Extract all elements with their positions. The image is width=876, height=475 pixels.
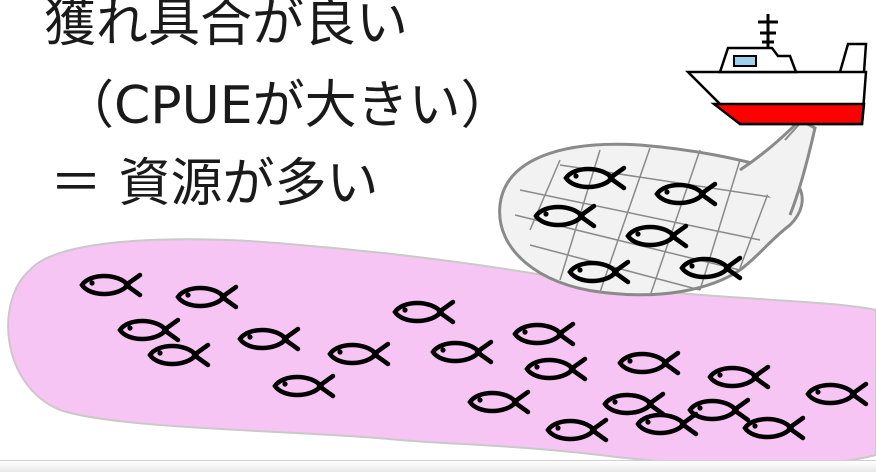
fish-in-net <box>533 165 743 285</box>
fish-icon <box>679 255 743 281</box>
net-mesh-line <box>519 189 761 241</box>
fish-icon <box>117 317 181 343</box>
fish-icon <box>654 181 718 207</box>
fish-icon <box>327 341 391 367</box>
fish-icon <box>237 326 301 352</box>
net-mesh-line <box>529 244 701 291</box>
fishing-boat-icon <box>684 14 868 126</box>
bottom-rule <box>0 460 876 472</box>
fish-icon <box>272 373 336 399</box>
fish-icon <box>147 342 211 368</box>
ship-stern-frame <box>838 42 868 73</box>
fish-icon <box>602 391 666 417</box>
fish-icon <box>79 272 143 298</box>
net-neck <box>739 118 817 216</box>
fish-icon <box>625 223 689 249</box>
fish-icon <box>563 165 627 191</box>
fish-icon <box>617 350 681 376</box>
fish-icon <box>533 203 597 229</box>
fishing-net-icon <box>498 109 817 297</box>
ship-window <box>733 55 757 67</box>
fish-in-sea <box>79 272 869 443</box>
fish-icon <box>687 397 751 423</box>
net-mesh-line <box>649 149 701 297</box>
fish-icon <box>512 321 576 347</box>
fish-icon <box>707 364 771 390</box>
caption-line-2: （CPUEが大きい） <box>62 76 513 136</box>
ship-hull-stripe <box>710 102 866 126</box>
net-mesh-line <box>699 159 741 291</box>
caption-line-1: 獲れ具合が良い <box>44 0 409 54</box>
fish-icon <box>567 259 631 285</box>
fish-icon <box>524 356 588 382</box>
fish-icon <box>430 339 494 365</box>
fish-icon <box>742 415 806 441</box>
fish-icon <box>467 389 531 415</box>
fish-icon <box>805 381 869 407</box>
ship-cabin <box>718 46 798 74</box>
fish-icon <box>392 299 456 325</box>
caption-line-3: ＝ 資源が多い <box>50 154 379 214</box>
fish-icon <box>175 284 239 310</box>
fish-icon <box>545 417 609 443</box>
